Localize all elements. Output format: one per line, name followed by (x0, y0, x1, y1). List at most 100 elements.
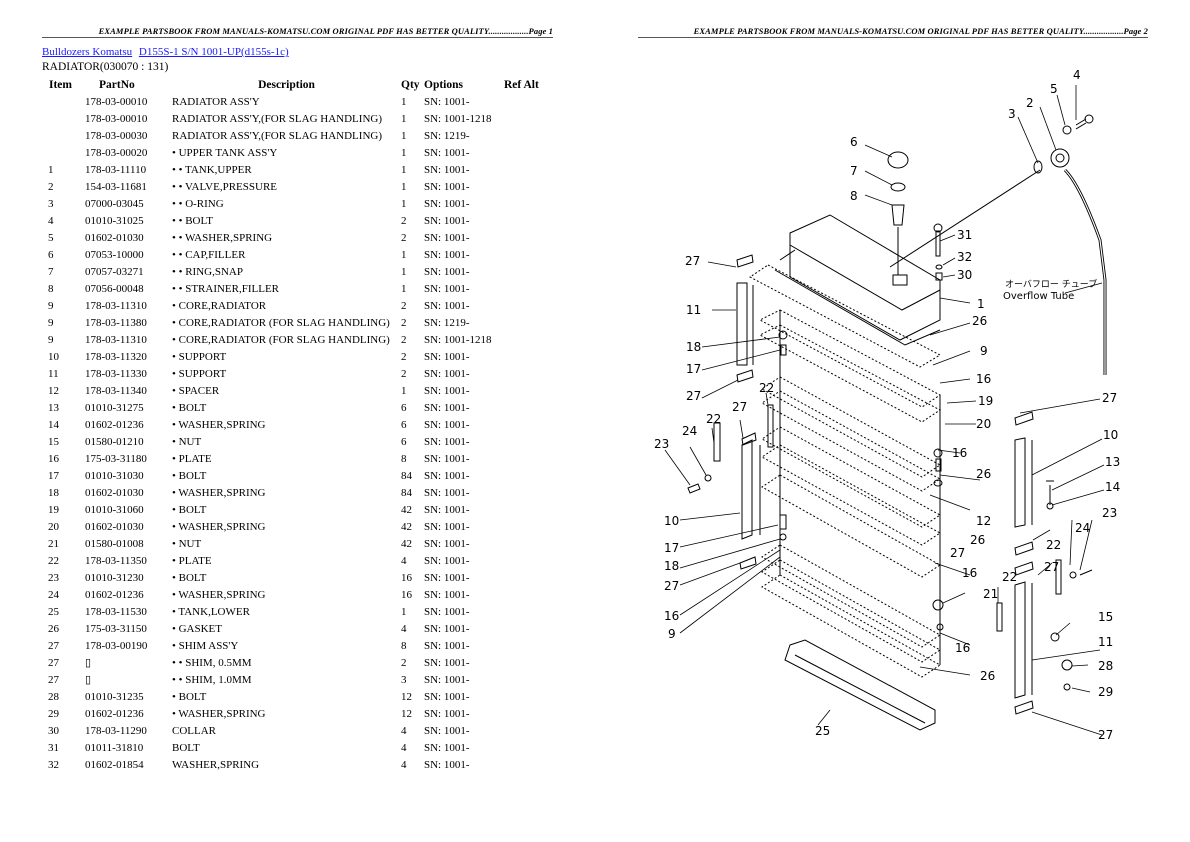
callout-27b: 27 (686, 389, 701, 403)
ref-alt (504, 229, 564, 246)
callout-15: 15 (1098, 610, 1113, 624)
callout-7: 7 (850, 164, 858, 178)
ref-alt (504, 654, 564, 671)
quantity: 2 (401, 299, 407, 312)
item-number: 22 (48, 554, 59, 567)
ref-alt (504, 433, 564, 450)
column-header-options: Options (424, 79, 463, 91)
ref-alt (504, 127, 564, 144)
breadcrumb-model-link[interactable]: D155S-1 S/N 1001-UP(d155s-1c) (138, 46, 289, 58)
quantity: 4 (401, 554, 407, 567)
quantity: 2 (401, 656, 407, 669)
quantity: 6 (401, 435, 407, 448)
quantity: 16 (401, 588, 412, 601)
radiator-exploded-diagram: オーバフロー チューブ Overflow Tube 4 5 2 3 6 7 8 … (640, 55, 1150, 795)
part-description: • WASHER,SPRING (172, 418, 266, 431)
ref-alt (504, 552, 564, 569)
serial-options: SN: 1001- (424, 486, 470, 499)
quantity: 42 (401, 503, 412, 516)
part-description: WASHER,SPRING (172, 758, 260, 771)
serial-options: SN: 1001- (424, 418, 470, 431)
callout-16b: 16 (952, 446, 967, 460)
table-header-row: Item PartNo Description Qty Options Ref … (42, 77, 564, 93)
part-description: • SHIM ASS'Y (172, 639, 239, 652)
item-number: 17 (48, 469, 59, 482)
part-number: 178-03-00030 (85, 129, 148, 142)
item-number: 4 (48, 214, 54, 227)
part-number: 178-03-11310 (85, 299, 147, 312)
quantity: 84 (401, 486, 412, 499)
callout-18b: 18 (664, 559, 679, 573)
callout-5: 5 (1050, 82, 1058, 96)
ref-alt (504, 705, 564, 722)
serial-options: SN: 1001- (424, 282, 470, 295)
quantity: 2 (401, 350, 407, 363)
part-description: • TANK,LOWER (172, 605, 250, 618)
callout-23a: 23 (654, 437, 669, 451)
ref-alt (504, 263, 564, 280)
item-number: 30 (48, 724, 59, 737)
serial-options: SN: 1001-1218 (424, 112, 492, 125)
serial-options: SN: 1001-1218 (424, 333, 492, 346)
part-number: 01580-01210 (85, 435, 144, 448)
part-number: 01010-31025 (85, 214, 144, 227)
part-description: • BOLT (172, 571, 207, 584)
quantity: 1 (401, 129, 407, 142)
callout-27g: 27 (950, 546, 965, 560)
ref-alt (504, 722, 564, 739)
item-number: 2 (48, 180, 54, 193)
serial-options: SN: 1001- (424, 537, 470, 550)
callout-10a: 10 (664, 514, 679, 528)
part-number: 178-03-11310 (85, 333, 147, 346)
quantity: 2 (401, 367, 407, 380)
part-description: • • SHIM, 1.0MM (172, 673, 252, 686)
callout-27h: 27 (1098, 728, 1113, 742)
part-description: • PLATE (172, 452, 212, 465)
part-number: 178-03-11340 (85, 384, 147, 397)
section-title: RADIATOR(030070 : 131) (42, 61, 169, 73)
column-header-partno: PartNo (99, 79, 135, 91)
callout-27a: 27 (685, 254, 700, 268)
part-description: • • WASHER,SPRING (172, 231, 273, 244)
callout-22b: 22 (706, 412, 721, 426)
serial-options: SN: 1001- (424, 639, 470, 652)
part-description: • • STRAINER,FILLER (172, 282, 280, 295)
ref-alt (504, 314, 564, 331)
item-number: 6 (48, 248, 54, 261)
quantity: 2 (401, 214, 407, 227)
part-number: 178-03-00190 (85, 639, 148, 652)
part-description: • SPACER (172, 384, 220, 397)
serial-options: SN: 1001- (424, 197, 470, 210)
item-number: 27 (48, 656, 59, 669)
column-header-description: Description (258, 79, 315, 91)
callout-11a: 11 (686, 303, 701, 317)
ref-alt (504, 399, 564, 416)
ref-alt (504, 93, 564, 110)
part-number: 01602-01236 (85, 418, 144, 431)
part-number: 01602-01236 (85, 707, 144, 720)
quantity: 4 (401, 741, 407, 754)
item-number: 32 (48, 758, 59, 771)
breadcrumb-category-link[interactable]: Bulldozers Komatsu (42, 46, 133, 58)
overflow-tube-label-jp: オーバフロー チューブ (1005, 278, 1097, 290)
serial-options: SN: 1001- (424, 163, 470, 176)
part-number: 178-03-00020 (85, 146, 148, 159)
item-number: 3 (48, 197, 54, 210)
serial-options: SN: 1001- (424, 554, 470, 567)
ref-alt (504, 365, 564, 382)
item-number: 5 (48, 231, 54, 244)
part-description: • WASHER,SPRING (172, 588, 266, 601)
quantity: 1 (401, 180, 407, 193)
item-number: 7 (48, 265, 54, 278)
item-number: 27 (48, 639, 59, 652)
serial-options: SN: 1001- (424, 724, 470, 737)
